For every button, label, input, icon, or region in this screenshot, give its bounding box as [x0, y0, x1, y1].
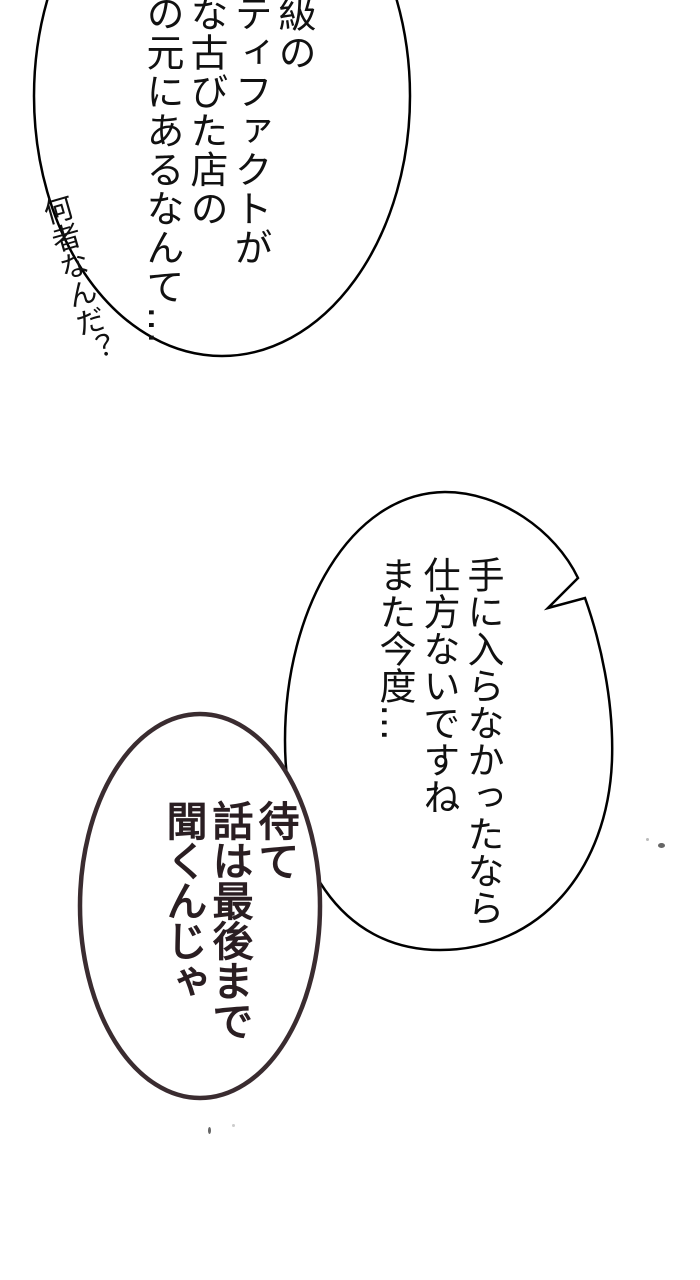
bottom-bubble-line-2: 話は最後まで — [205, 800, 253, 1040]
ink-speck — [658, 843, 665, 848]
middle-bubble-line-3: また今度… — [373, 556, 416, 741]
middle-bubble-text: 手に入らなかったなら 仕方ないですね また今度… — [372, 556, 504, 926]
ink-speck — [646, 838, 649, 841]
bottom-bubble-outline — [77, 711, 323, 1101]
ink-speck — [208, 1127, 211, 1134]
top-bubble-line-2: ティファクトが — [228, 0, 272, 267]
top-bubble-outline — [32, 0, 412, 358]
top-bubble-line-4: の元にあるなんて… — [140, 0, 184, 345]
top-bubble-line-3: な古びた店の — [184, 0, 228, 228]
top-bubble-line-1: 級の — [272, 0, 316, 72]
middle-bubble-line-1: 手に入らなかったなら — [461, 556, 504, 926]
bottom-bubble-text: 待て 話は最後まで 聞くんじゃ — [159, 800, 299, 1040]
ink-speck — [232, 1124, 235, 1127]
top-bubble-text: 級の ティファクトが な古びた店の の元にあるなんて… — [140, 0, 316, 345]
bottom-bubble-line-3: 聞くんじゃ — [159, 800, 207, 1000]
bottom-bubble-line-1: 待て — [251, 800, 299, 880]
middle-bubble-line-2: 仕方ないですね — [417, 556, 460, 815]
